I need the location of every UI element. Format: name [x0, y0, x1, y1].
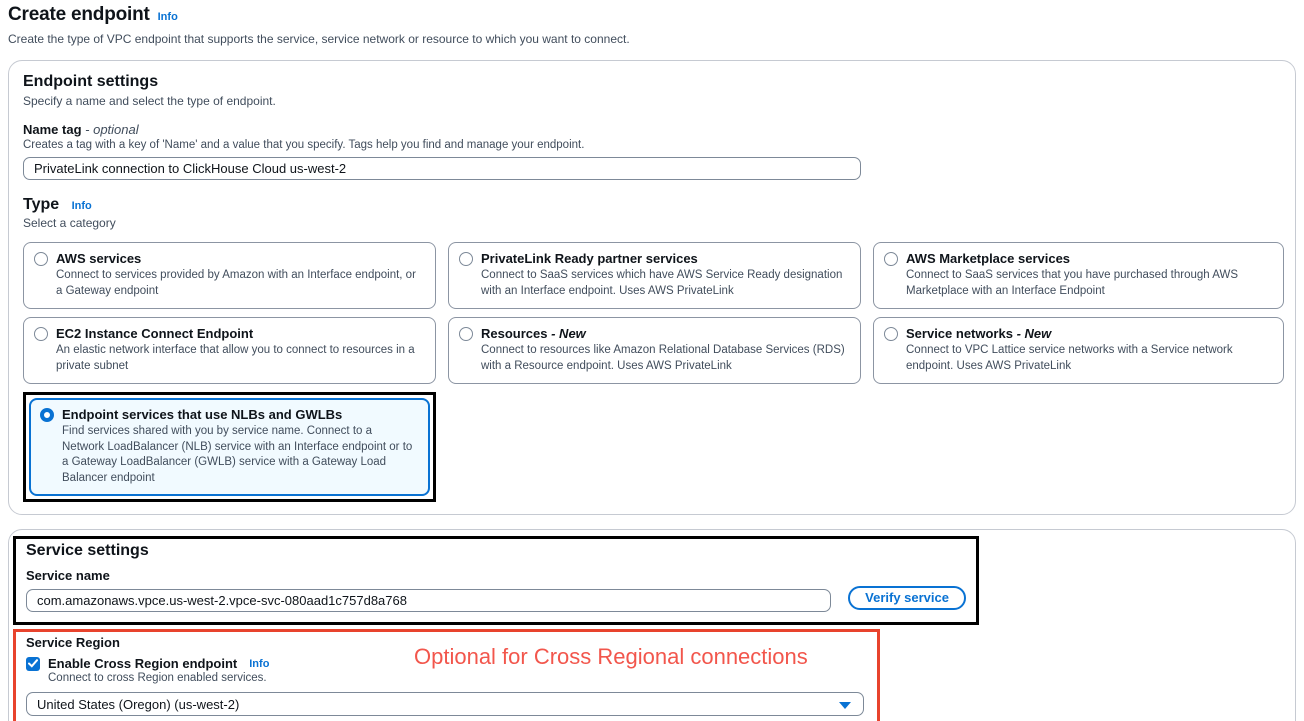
cross-region-label[interactable]: Enable Cross Region endpoint [48, 656, 238, 672]
tile-title: AWS services [56, 251, 142, 266]
annotation-box-service-settings: Service settings Service name com.amazon… [13, 536, 979, 626]
endpoint-settings-card: Endpoint settings Specify a name and sel… [8, 60, 1296, 516]
red-annotation-text: Optional for Cross Regional connections [414, 644, 808, 670]
page-description: Create the type of VPC endpoint that sup… [8, 32, 630, 46]
endpoint-type-tiles: AWS services Connect to services provide… [23, 242, 1284, 503]
endpoint-settings-description: Specify a name and select the type of en… [23, 94, 276, 108]
name-tag-optional: - optional [85, 122, 139, 137]
radio-icon[interactable] [884, 252, 898, 266]
service-settings-card: Service settings Service name com.amazon… [8, 529, 1296, 721]
cross-region-info-link[interactable]: Info [249, 657, 270, 670]
type-help: Select a category [23, 216, 116, 230]
tile-aws-services[interactable]: AWS services Connect to services provide… [23, 242, 436, 310]
radio-icon[interactable] [884, 327, 898, 342]
tile-description: An elastic network interface that allow … [56, 344, 415, 372]
service-name-label: Service name [26, 568, 110, 584]
cross-region-checkbox-row: Enable Cross Region endpoint Info [26, 656, 867, 671]
radio-icon[interactable] [459, 252, 473, 266]
tile-aws-marketplace-services[interactable]: AWS Marketplace services Connect to SaaS… [873, 242, 1284, 310]
tile-title: Endpoint services that use NLBs and GWLB… [62, 407, 343, 423]
page-title: Create endpoint [8, 4, 150, 25]
type-info-link[interactable]: Info [71, 200, 92, 212]
tile-description: Connect to services provided by Amazon w… [56, 269, 416, 297]
tile-description: Find services shared with you by service… [62, 425, 413, 484]
radio-icon[interactable] [459, 327, 473, 342]
tile-description: Connect to SaaS services which have AWS … [481, 269, 843, 297]
name-tag-help: Creates a tag with a key of 'Name' and a… [23, 139, 585, 151]
page-info-link[interactable]: Info [157, 11, 178, 23]
verify-service-button[interactable]: Verify service [848, 585, 966, 610]
radio-icon[interactable] [34, 252, 48, 266]
tile-description: Connect to SaaS services that you have p… [906, 269, 1238, 297]
endpoint-settings-title: Endpoint settings [23, 73, 159, 90]
checkbox-checked-icon[interactable] [26, 656, 40, 671]
service-region-label: Service Region [26, 635, 120, 651]
region-select-value: United States (Oregon) (us-west-2) [37, 696, 240, 712]
tile-description: Connect to VPC Lattice service networks … [906, 344, 1233, 372]
radio-icon[interactable] [34, 327, 48, 342]
name-tag-input[interactable]: PrivateLink connection to ClickHouse Clo… [23, 157, 861, 180]
tile-title: Resources - New [481, 326, 586, 342]
tile-service-networks[interactable]: Service networks - New Connect to VPC La… [873, 317, 1284, 385]
new-badge: - New [1016, 326, 1052, 342]
new-badge: - New [551, 326, 586, 342]
cross-region-help: Connect to cross Region enabled services… [48, 672, 267, 685]
service-settings-title: Service settings [26, 542, 149, 560]
tile-title: EC2 Instance Connect Endpoint [56, 326, 254, 342]
name-tag-label: Name tag - optional [23, 122, 139, 137]
tile-title: AWS Marketplace services [906, 251, 1071, 266]
page-header: Create endpoint Info Create the type of V… [8, 4, 1296, 46]
tile-ec2-instance-connect[interactable]: EC2 Instance Connect Endpoint An elastic… [23, 317, 436, 385]
service-name-input[interactable]: com.amazonaws.vpce.us-west-2.vpce-svc-08… [26, 589, 832, 613]
annotation-box-service-region: Service Region Enable Cross Region endpo… [13, 629, 880, 721]
tile-title: PrivateLink Ready partner services [481, 251, 698, 266]
annotation-box-selected-tile: Endpoint services that use NLBs and GWLB… [23, 392, 436, 503]
tile-privatelink-partner-services[interactable]: PrivateLink Ready partner services Conne… [448, 242, 861, 310]
tile-resources[interactable]: Resources - New Connect to resources lik… [448, 317, 861, 385]
tile-title: Service networks - New [906, 326, 1052, 342]
chevron-down-icon [839, 702, 851, 710]
tile-description: Connect to resources like Amazon Relatio… [481, 344, 845, 372]
region-select[interactable]: United States (Oregon) (us-west-2) [26, 692, 864, 717]
radio-selected-icon[interactable] [40, 408, 54, 423]
type-label: Type Info [23, 196, 92, 213]
tile-endpoint-services-nlb-gwlb[interactable]: Endpoint services that use NLBs and GWLB… [29, 398, 430, 497]
service-name-row: com.amazonaws.vpce.us-west-2.vpce-svc-08… [26, 583, 966, 613]
